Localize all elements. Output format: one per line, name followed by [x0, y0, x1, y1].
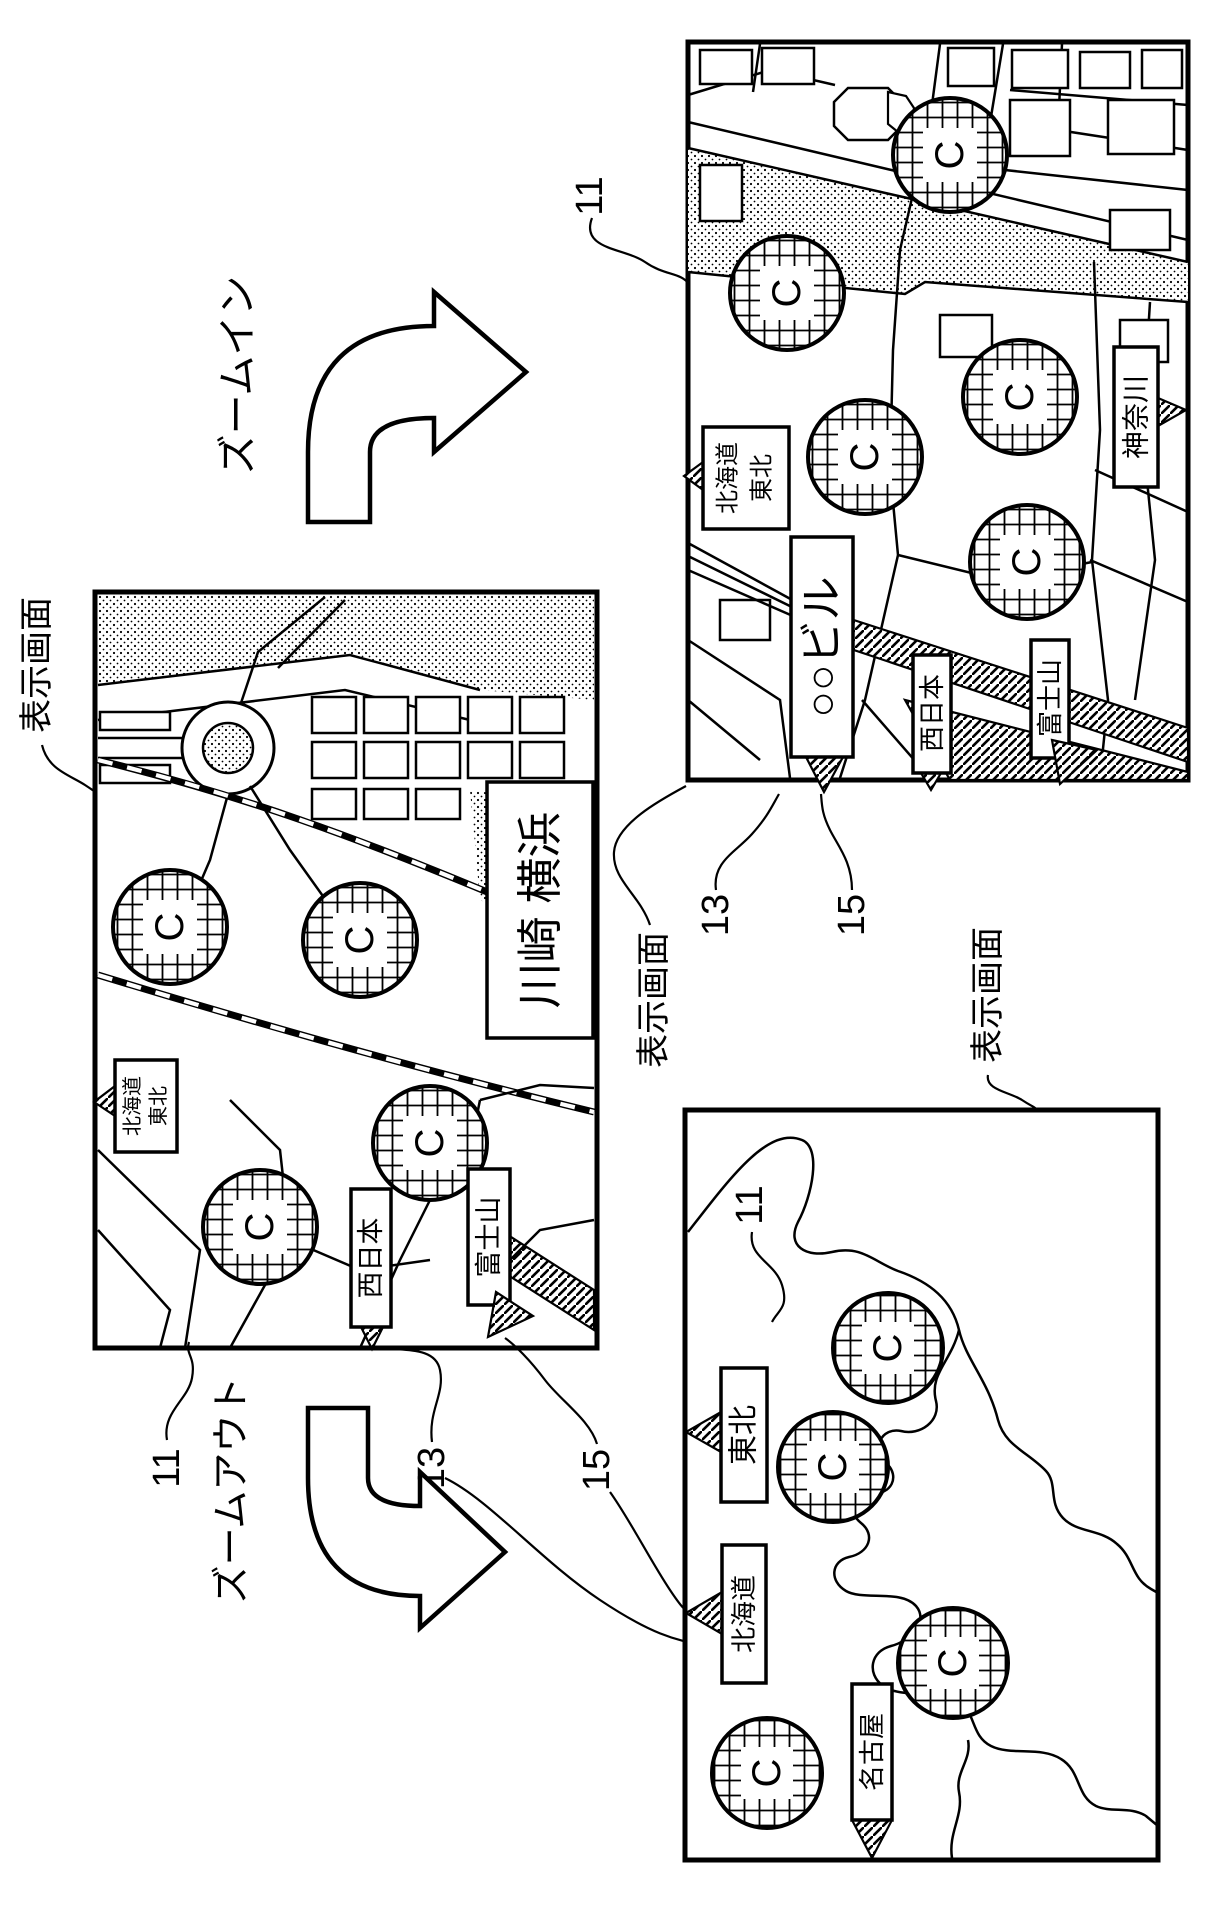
- poi-label: C: [811, 1453, 855, 1482]
- ref-13-map-a: 13: [695, 894, 737, 936]
- display-screen-label-map-b: 表示画面: [18, 597, 56, 733]
- place-label-text: 西日本: [356, 1218, 386, 1299]
- place-label-nishinihon: 西日本: [349, 1187, 393, 1352]
- leader-line: [819, 793, 854, 891]
- leader-line: [612, 785, 687, 926]
- ref-15-map-a: 15: [831, 894, 873, 936]
- ref-15-map-b: 15: [576, 1449, 618, 1491]
- ref-11-map-c: 11: [729, 1185, 771, 1224]
- place-label-fujisan: 富士山: [1029, 638, 1100, 787]
- zoom-out-label: ズームアウト: [211, 1377, 253, 1604]
- place-label-nagoya: 名古屋: [850, 1682, 894, 1861]
- poi-circle: C: [710, 1716, 824, 1830]
- poi-label: C: [745, 1759, 789, 1788]
- region-label-hokkaido-tohoku: 北海道 東北: [682, 425, 791, 531]
- place-label-text: 名古屋: [857, 1713, 887, 1791]
- place-label-text: 富士山: [1035, 659, 1065, 737]
- display-screen-label-map-c: 表示画面: [969, 927, 1007, 1063]
- display-screen-label-map-a: 表示画面: [635, 932, 673, 1068]
- poi-label: C: [238, 1213, 282, 1242]
- leader-line: [750, 1231, 786, 1323]
- poi-label: C: [765, 279, 809, 308]
- place-label-text: 西日本: [917, 674, 947, 752]
- poi-circle: C: [201, 1168, 319, 1286]
- direction-triangle: [486, 1290, 536, 1339]
- poi-circle: C: [968, 503, 1086, 621]
- poi-label: C: [866, 1334, 910, 1363]
- direction-triangle: [1050, 738, 1100, 787]
- region-label-line2: 東北: [147, 1086, 170, 1126]
- map-zoomed-in: C C C C C 北海道 東北 ○○ビル: [682, 39, 1191, 795]
- water-area: [98, 595, 594, 700]
- leader-line: [504, 1337, 599, 1445]
- cities-label-text: 川崎 横浜: [514, 812, 566, 1009]
- poi-label: C: [843, 443, 887, 472]
- poi-label: C: [338, 926, 382, 955]
- poi-label: C: [928, 141, 972, 170]
- cities-label-kawasaki-yokohama: 川崎 横浜: [485, 780, 595, 1040]
- place-label-text: 東北: [728, 1405, 761, 1465]
- poi-circle: C: [301, 881, 419, 999]
- poi-label: C: [998, 383, 1042, 412]
- poi-circle: C: [896, 1606, 1010, 1720]
- leader-line: [986, 1074, 1039, 1113]
- map-medium: C C C C 川崎 横浜 北海道 東北 西日本: [92, 589, 600, 1352]
- poi-circle: C: [111, 868, 229, 986]
- leader-line: [40, 744, 97, 794]
- place-label-text: 北海道: [729, 1575, 759, 1653]
- poi-circle: C: [961, 338, 1079, 456]
- poi-circle: C: [831, 1291, 945, 1405]
- poi-label: C: [931, 1649, 975, 1678]
- poi-label: C: [1005, 548, 1049, 577]
- map-zoomed-out: C C C C 東北 北海道 名古屋: [682, 1107, 1161, 1863]
- leader-line: [377, 1345, 443, 1443]
- place-label-tohoku: 東北: [683, 1366, 769, 1504]
- ref-11-map-a: 11: [569, 176, 611, 215]
- region-label-line1: 北海道: [121, 1076, 144, 1136]
- coastline: [833, 1329, 1159, 1827]
- poi-circle: C: [776, 1410, 890, 1524]
- place-label-kanagawa: 神奈川: [1112, 345, 1189, 489]
- place-label-fujisan: 富士山: [466, 1167, 536, 1339]
- poi-circle: C: [728, 234, 846, 352]
- ref-11-map-b: 11: [146, 1448, 188, 1487]
- zoom-in-arrow: ズームイン: [216, 276, 530, 525]
- poi-label: C: [408, 1129, 452, 1158]
- place-label-nishinihon: 西日本: [911, 653, 953, 793]
- coastline: [687, 1136, 1159, 1595]
- place-label-text: 神奈川: [1121, 375, 1152, 459]
- zoom-out-arrow: ズームアウト: [211, 1377, 509, 1634]
- leader-line: [165, 1341, 194, 1441]
- zoom-in-label: ズームイン: [216, 276, 260, 475]
- region-label-line1: 北海道: [715, 442, 742, 514]
- poi-label: C: [148, 913, 192, 942]
- leader-line: [588, 217, 690, 285]
- coastline: [950, 1739, 970, 1859]
- building-callout: ○○ビル: [789, 535, 855, 795]
- poi-circle: C: [891, 96, 1009, 214]
- region-label-line2: 東北: [749, 454, 776, 502]
- region-label-hokkaido-tohoku: 北海道 東北: [92, 1058, 179, 1154]
- place-label-hokkaido: 北海道: [683, 1543, 768, 1685]
- poi-circle: C: [806, 398, 924, 516]
- leader-line: [714, 793, 780, 891]
- place-label-text: 富士山: [474, 1197, 504, 1278]
- leader-line: [609, 1491, 690, 1613]
- poi-circle: C: [371, 1084, 489, 1202]
- building-label: ○○ビル: [798, 576, 847, 717]
